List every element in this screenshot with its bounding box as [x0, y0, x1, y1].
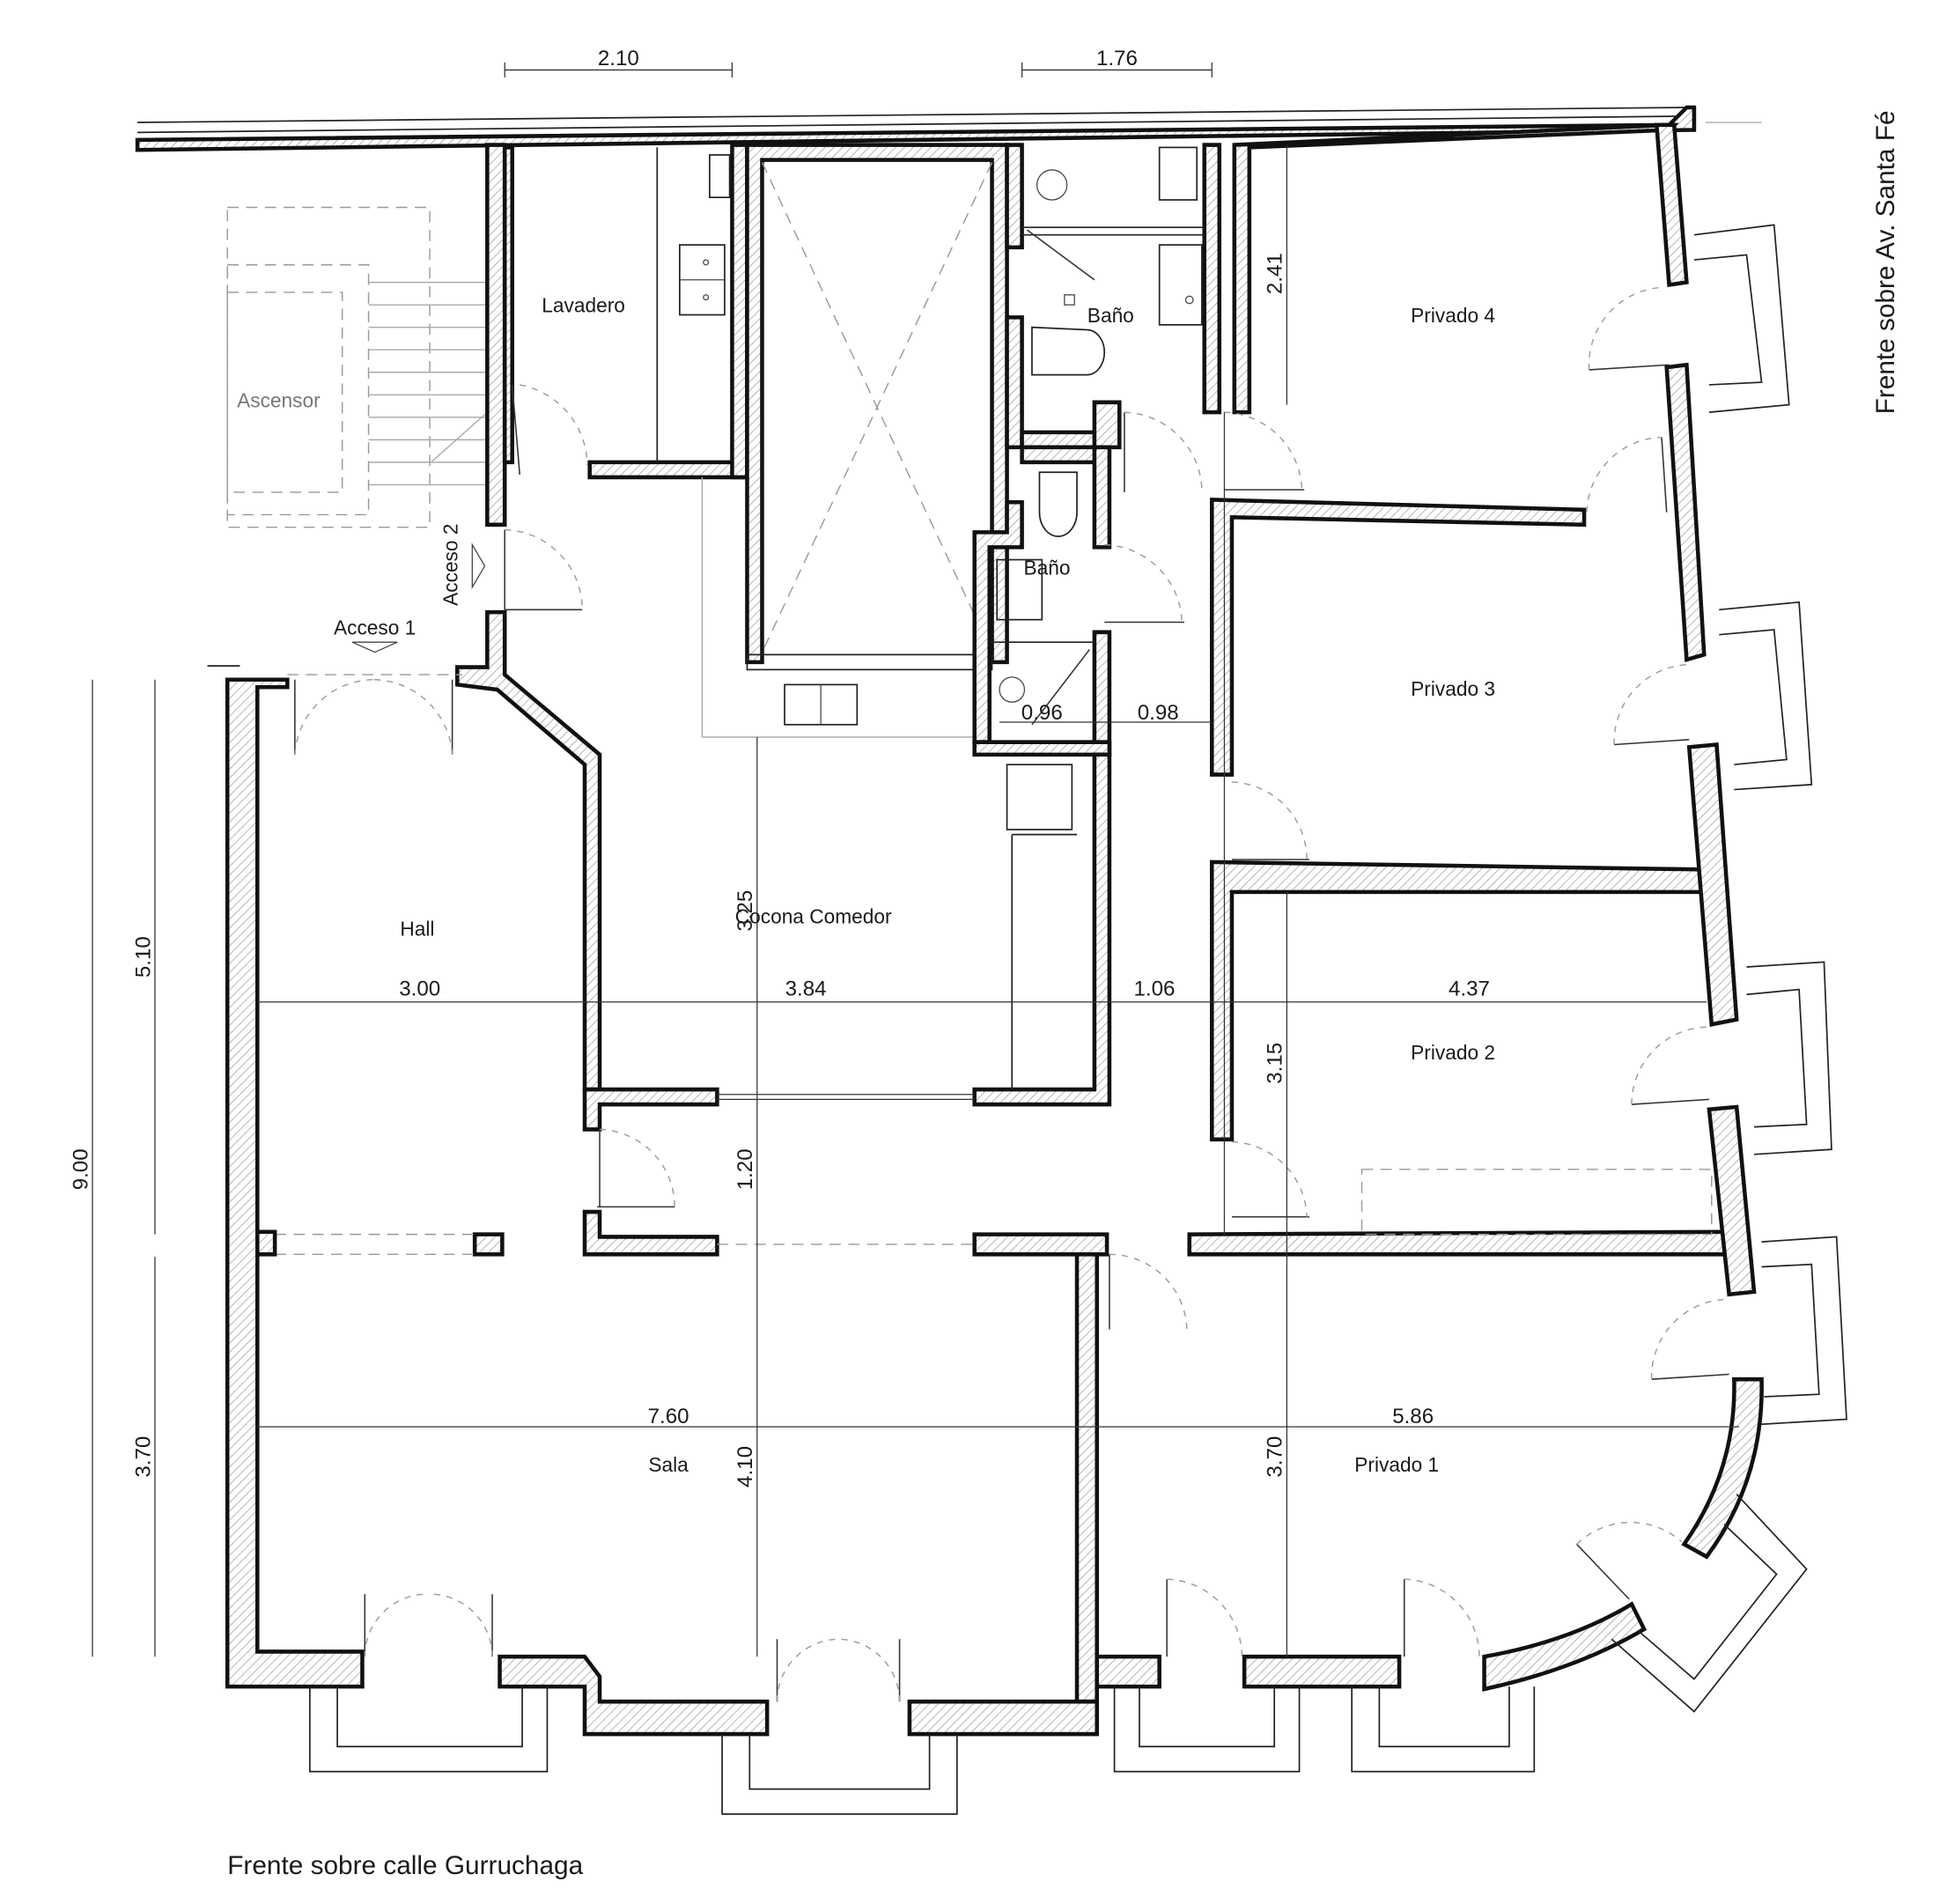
dimension-lines	[92, 62, 1739, 1657]
doors	[287, 286, 1729, 1702]
bay-windows-right	[1693, 224, 1847, 1426]
acceso2-arrow-icon	[471, 542, 486, 590]
room-label-bano-top: Baño	[1087, 304, 1134, 327]
privado-walls	[1187, 122, 1757, 1297]
bano-top-walls: Baño	[1005, 143, 1222, 450]
outer-left-wall	[207, 665, 365, 1689]
room-label-hall: Hall	[400, 918, 434, 941]
stair-lines: Ascensor	[226, 206, 488, 528]
room-label-privado2: Privado 2	[1411, 1041, 1495, 1064]
lavadero-walls	[485, 143, 749, 528]
dim-h-300: 3.00	[399, 978, 440, 1001]
room-label-sala: Sala	[648, 1453, 689, 1476]
corridor-walls	[275, 1209, 1110, 1704]
dim-v-325: 3.25	[734, 890, 757, 932]
dim-v-370-left: 3.70	[131, 1436, 155, 1478]
dim-h-098: 0.98	[1138, 701, 1179, 725]
frente-titles: Frente sobre calle Gurruchaga Frente sob…	[227, 110, 1900, 1879]
light-well	[701, 143, 1009, 738]
dim-top-right: 1.76	[1096, 47, 1138, 70]
dim-v-410: 4.10	[734, 1446, 757, 1487]
dim-v-315: 3.15	[1264, 1043, 1287, 1084]
bottom-facade-walls	[498, 1376, 1764, 1737]
dim-v-120: 1.20	[734, 1148, 757, 1190]
dim-h-586: 5.86	[1392, 1405, 1434, 1428]
dim-top-left: 2.10	[598, 47, 639, 70]
room-label-privado1: Privado 1	[1354, 1453, 1439, 1476]
access-labels: Acceso 1 Acceso 2	[334, 524, 486, 653]
room-label-privado4: Privado 4	[1411, 304, 1495, 327]
room-label-cocina: Cocona Comedor	[735, 904, 892, 927]
room-labels: Lavadero Privado 4 Privado 3 Privado 2 P…	[400, 294, 1495, 1476]
room-label-privado3: Privado 3	[1411, 677, 1495, 700]
dim-v-241: 2.41	[1264, 253, 1287, 294]
dim-h-096: 0.96	[1021, 701, 1063, 725]
room-label-bano-small: Baño	[1023, 557, 1070, 579]
frente-right-label: Frente sobre Av. Santa Fé	[1871, 110, 1900, 414]
dimension-labels: 2.10 1.76 2.41 5.10 9.00 3.70 3.25 1.20 …	[69, 47, 1490, 1487]
room-label-ascensor: Ascensor	[237, 388, 321, 411]
room-label-lavadero: Lavadero	[542, 294, 625, 317]
dim-h-384: 3.84	[785, 978, 827, 1001]
bay-windows-bottom	[309, 1494, 1808, 1815]
dim-h-760: 7.60	[648, 1405, 689, 1428]
dim-v-510: 5.10	[131, 936, 155, 978]
dim-v-900: 9.00	[69, 1148, 92, 1190]
hall-kitchen-walls	[455, 609, 1112, 1132]
label-acceso1: Acceso 1	[334, 616, 416, 639]
dim-h-106: 1.06	[1134, 978, 1176, 1001]
frente-bottom-label: Frente sobre calle Gurruchaga	[227, 1851, 583, 1880]
acceso1-arrow-icon	[351, 641, 398, 653]
label-acceso2: Acceso 2	[439, 524, 461, 606]
bano-small-walls: Baño	[972, 445, 1112, 757]
dim-h-437: 4.37	[1449, 978, 1490, 1001]
dim-v-370-right: 3.70	[1264, 1436, 1287, 1478]
